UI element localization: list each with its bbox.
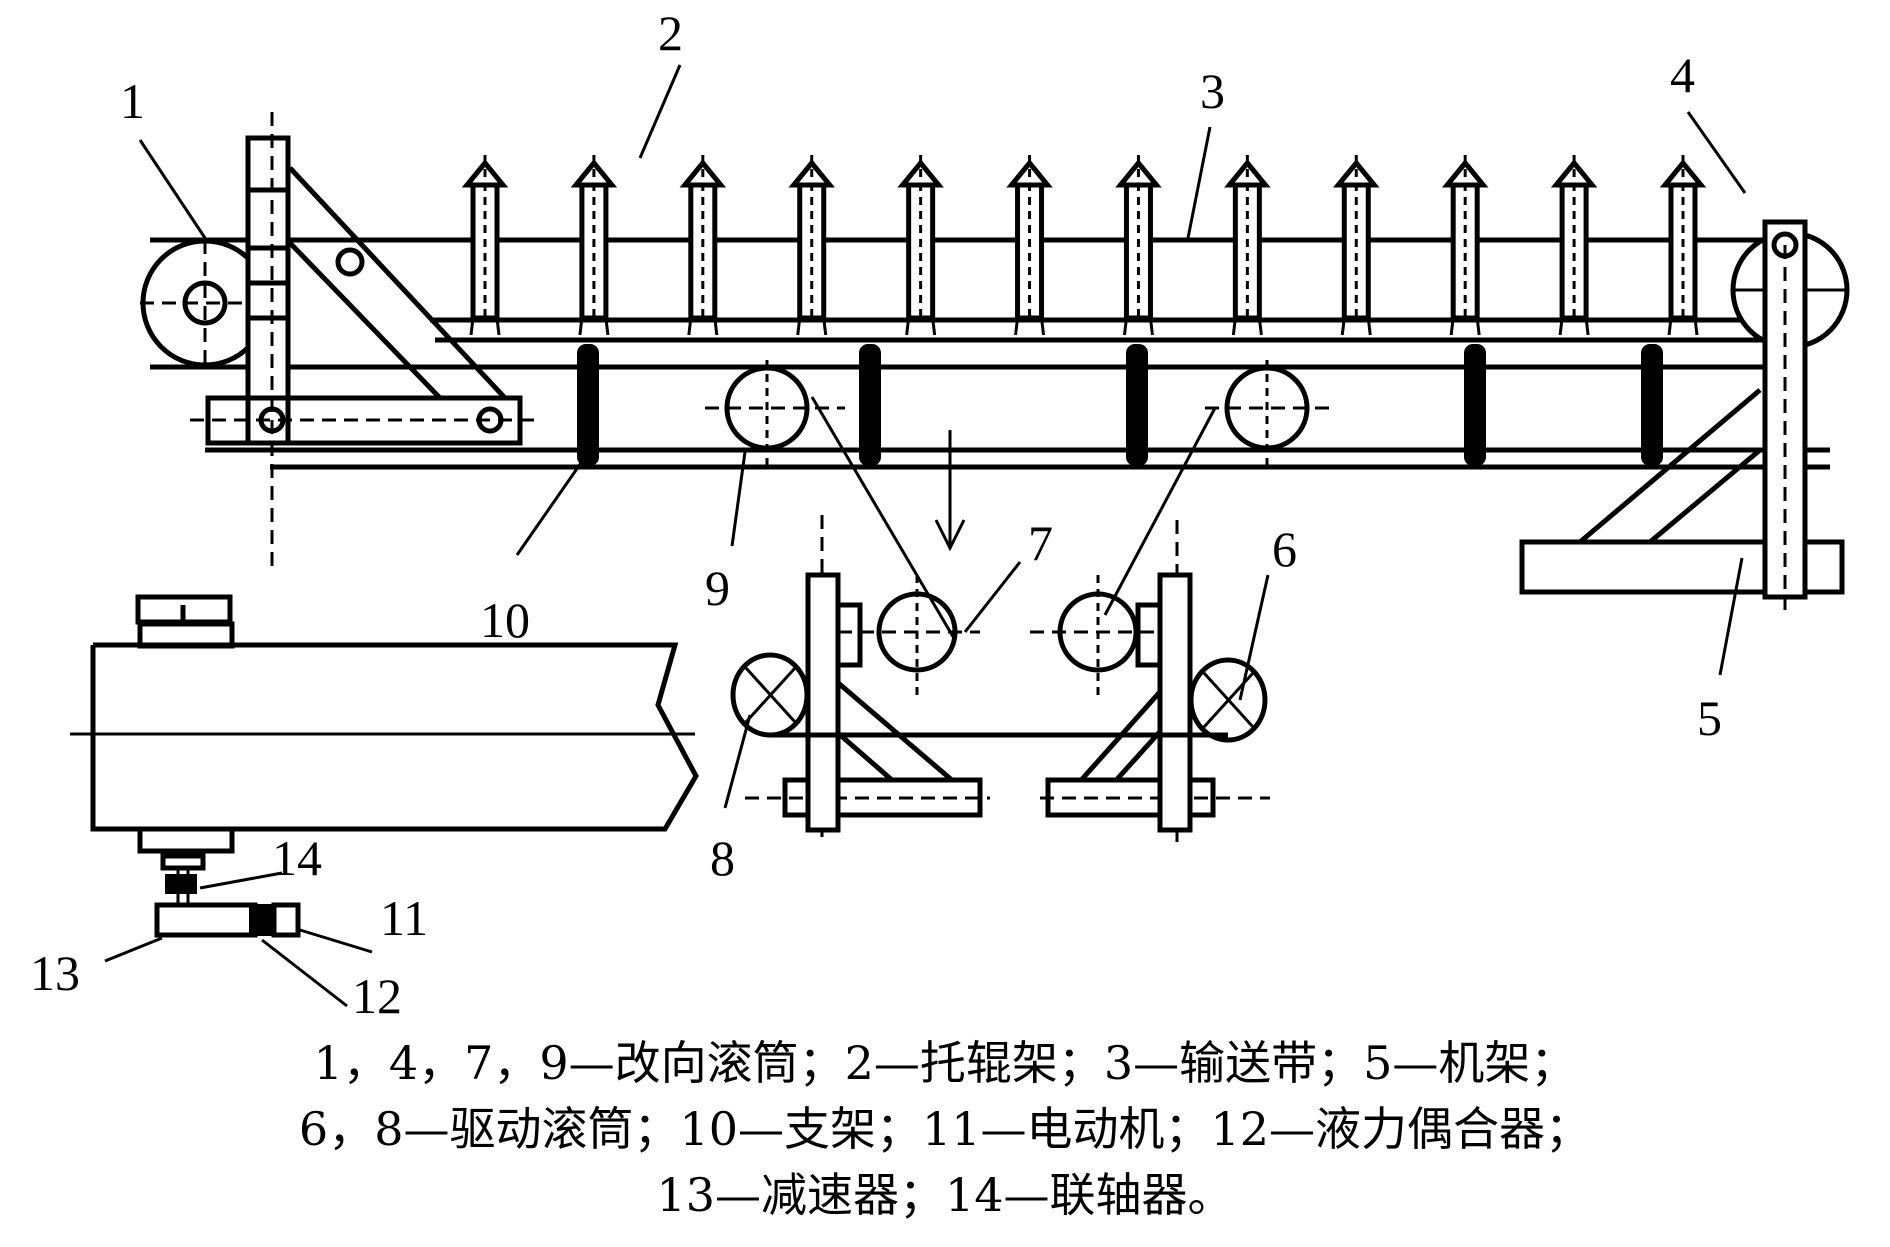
idler-bracket <box>788 155 836 336</box>
idler-bracket <box>1006 155 1053 336</box>
frame-5 <box>1519 219 1845 610</box>
part-label-1: 1 <box>120 73 145 129</box>
motor-11 <box>271 902 301 938</box>
drive-unit-left <box>745 515 990 840</box>
part-label-12: 12 <box>352 968 402 1024</box>
support-leg <box>1464 344 1486 466</box>
part-label-5: 5 <box>1697 690 1722 746</box>
caption-line-3: 13—减速器；14—联轴器。 <box>656 1168 1234 1222</box>
caption-line-2: 6，8—驱动滚筒；10—支架；11—电动机；12—液力偶合器； <box>298 1102 1592 1156</box>
left-tail-frame <box>190 112 540 570</box>
drive-housing-top-view <box>70 594 699 854</box>
bend-pulley-9 <box>705 360 845 470</box>
part-label-3: 3 <box>1200 63 1225 119</box>
return-pulley-right <box>1205 360 1335 470</box>
drive-pulley-6 <box>1188 657 1268 743</box>
part-label-14: 14 <box>272 830 322 886</box>
part-label-11: 11 <box>380 890 428 946</box>
idler-bracket <box>461 155 509 336</box>
idler-bracket <box>1550 155 1598 336</box>
support-leg <box>859 344 881 466</box>
idler-bracket <box>1224 155 1271 336</box>
support-leg <box>1126 344 1148 466</box>
caption-line-1: 1，4，7，9—改向滚筒；2—托辊架；3—输送带；5—机架； <box>313 1036 1577 1090</box>
leader-lines <box>104 64 1747 1008</box>
material-flow-arrow <box>934 430 966 552</box>
fluid-coupling-12 <box>249 904 275 936</box>
part-label-2: 2 <box>658 5 683 61</box>
part-label-7: 7 <box>1028 515 1053 571</box>
support-leg <box>577 344 599 466</box>
part-label-9: 9 <box>705 560 730 616</box>
drive-pulley-8 <box>730 652 810 738</box>
conveyor-diagram: 1 2 3 4 5 6 7 8 9 10 11 12 13 14 <box>30 5 1850 1024</box>
reducer-13 <box>154 902 258 938</box>
part-label-10: 10 <box>480 592 530 648</box>
support-leg <box>1641 344 1663 466</box>
part-label-13: 13 <box>30 945 80 1001</box>
part-label-8: 8 <box>710 830 735 886</box>
idler-bracket <box>1115 155 1162 336</box>
idler-rails <box>205 317 1830 470</box>
idler-bracket <box>1441 155 1489 336</box>
figure-caption: 1，4，7，9—改向滚筒；2—托辊架；3—输送带；5—机架； 6，8—驱动滚筒；… <box>0 1030 1890 1247</box>
idler-brackets <box>461 155 1707 336</box>
idler-bracket <box>1332 155 1380 336</box>
part-label-4: 4 <box>1670 47 1695 103</box>
idler-bracket <box>1659 155 1707 336</box>
conveyor-belt <box>150 237 1795 370</box>
coupling-14 <box>160 851 206 905</box>
bend-pulley-1 <box>140 238 270 368</box>
part-label-6: 6 <box>1272 521 1297 577</box>
idler-bracket <box>570 155 618 336</box>
idler-bracket <box>679 155 727 336</box>
idler-bracket <box>897 155 944 336</box>
support-legs <box>577 344 1663 466</box>
